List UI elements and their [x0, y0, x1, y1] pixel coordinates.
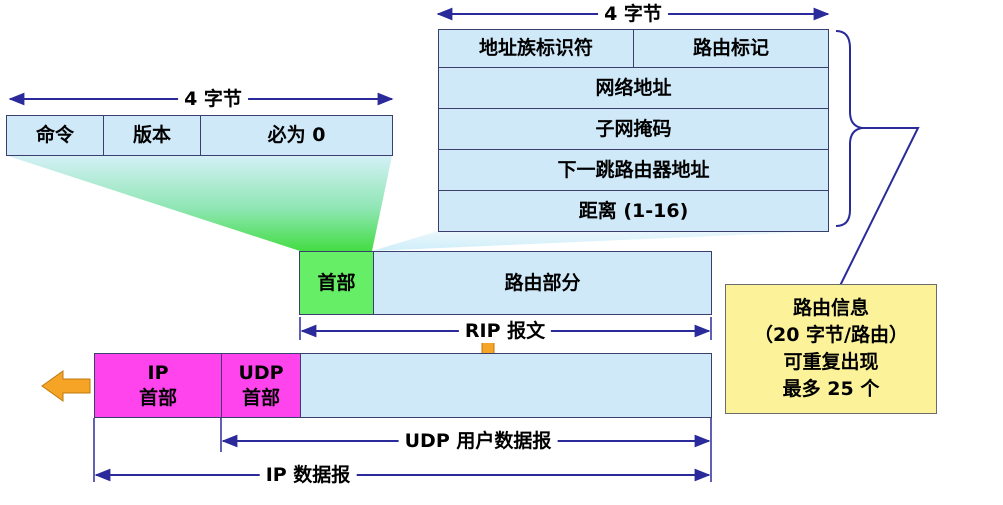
ip-header-line1: IP: [147, 361, 169, 384]
udp-header-line1: UDP: [238, 361, 284, 384]
udp-data-area: [300, 353, 712, 418]
route-zoom-cone: [372, 231, 828, 251]
ip-header-line2: 首部: [138, 386, 177, 409]
rip-header: 首部: [299, 251, 374, 315]
udp-span-label: UDP 用户数据报: [398, 429, 558, 453]
command-field: 命令: [6, 115, 104, 156]
version-field: 版本: [103, 115, 201, 156]
must-be-zero-field: 必为 0: [200, 115, 393, 156]
network-address-field: 网络地址: [438, 67, 829, 109]
note-line-3: 可重复出现: [783, 351, 879, 373]
callout-line: [829, 127, 920, 307]
udp-header: UDP 首部: [221, 353, 301, 418]
header-span-label: 4 字节: [178, 87, 248, 111]
send-left-arrow-icon: [41, 370, 91, 402]
route-brace: [835, 30, 863, 227]
address-family-field: 地址族标识符: [438, 29, 634, 68]
udp-header-line2: 首部: [241, 386, 280, 409]
ip-span-label: IP 数据报: [259, 463, 357, 487]
subnet-mask-field: 子网掩码: [438, 108, 829, 150]
note-line-2: （20 字节/路由）: [754, 324, 908, 346]
routing-info-note: 路由信息 （20 字节/路由） 可重复出现 最多 25 个: [725, 284, 937, 414]
distance-field: 距离 (1-16): [438, 190, 829, 232]
route-tag-field: 路由标记: [633, 29, 829, 68]
next-hop-field: 下一跳路由器地址: [438, 149, 829, 191]
ip-header: IP 首部: [94, 353, 222, 418]
header-zoom-cone: [8, 156, 392, 251]
rip-span-label: RIP 报文: [458, 319, 552, 343]
note-line-4: 最多 25 个: [782, 378, 880, 400]
note-line-1: 路由信息: [792, 297, 869, 319]
routing-part: 路由部分: [373, 251, 712, 315]
route-span-label: 4 字节: [598, 2, 668, 26]
